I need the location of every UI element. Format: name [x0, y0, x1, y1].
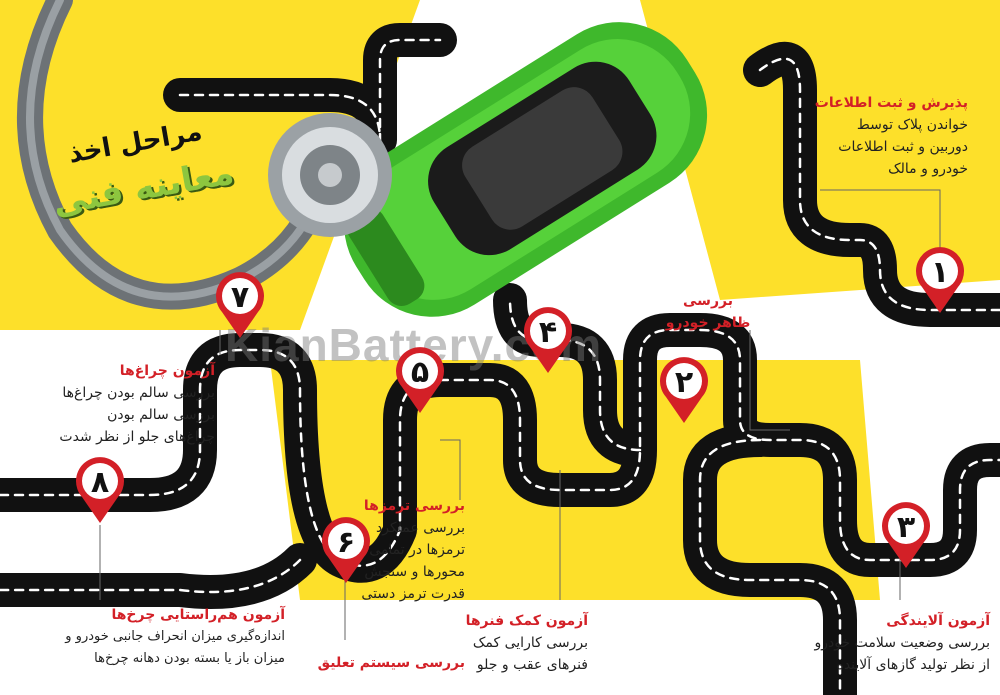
car-illustration [344, 22, 708, 317]
step-8-line: اندازه‌گیری میزان انحراف جانبی خودرو و [65, 629, 285, 644]
step-3-line: از نظر تولید گازهای آلاینده [836, 657, 990, 673]
map-pin-icon [524, 307, 572, 373]
step-7-text: آزمون چراغ‌ها بررسی سالم بودن چراغ‌ها بر… [10, 360, 215, 448]
step-8-line: میزان باز یا بسته بودن دهانه چرخ‌ها [94, 651, 285, 666]
map-pin-icon [916, 247, 964, 313]
step-4-pin: ۴ [520, 305, 576, 375]
step-2-line: ظاهر خودرو [665, 315, 751, 331]
step-8-number: ۸ [90, 465, 110, 500]
step-2-pin: ۲ [656, 355, 712, 425]
step-7-line: چراغ‌های جلو از نظر شدت [59, 429, 215, 445]
step-1-line: خودرو و مالک [888, 161, 968, 177]
step-6-number: ۶ [336, 525, 356, 560]
step-5-line: محورها و سنجش [364, 564, 465, 580]
step-3-text: آزمون آلایندگی بررسی وضعیت سلامت خودرو ا… [740, 610, 990, 676]
map-pin-icon [216, 272, 264, 338]
step-7-pin: ۷ [212, 270, 268, 340]
step-5-text: بررسی ترمزها بررسی عملکرد ترمزها در تمام… [315, 495, 465, 605]
step-5-line: ترمزها در تمامی [369, 542, 465, 558]
step-2-text: بررسی ظاهر خودرو [648, 290, 768, 334]
step-6-title: بررسی سیستم تعلیق [317, 655, 465, 671]
step-3-number: ۳ [896, 510, 916, 545]
step-4-line: فنرهای عقب و جلو [476, 657, 588, 673]
step-1-line: دوربین و ثبت اطلاعات [838, 139, 968, 155]
step-6-text: بررسی سیستم تعلیق [305, 652, 465, 674]
map-pin-icon [76, 457, 124, 523]
step-7-number: ۷ [230, 280, 250, 315]
map-pin-icon [396, 347, 444, 413]
step-5-number: ۵ [410, 355, 430, 390]
step-1-number: ۱ [930, 255, 950, 290]
stethoscope-tube-highlight [26, 0, 324, 301]
step-6-pin: ۶ [318, 515, 374, 585]
step-7-title: آزمون چراغ‌ها [119, 363, 215, 379]
step-7-line: بررسی سالم بودن چراغ‌ها [62, 385, 215, 401]
step-5-line: قدرت ترمز دستی [361, 586, 465, 602]
leader-lines [99, 189, 941, 640]
step-5-pin: ۵ [392, 345, 448, 415]
step-2-number: ۲ [674, 365, 694, 400]
step-1-title: پذیرش و ثبت اطلاعات [814, 95, 968, 111]
step-5-title: بررسی ترمزها [363, 498, 465, 514]
step-5-line: بررسی عملکرد [375, 520, 465, 536]
step-1-line: خواندن پلاک توسط [856, 117, 968, 133]
step-2-title: بررسی [683, 293, 733, 309]
map-pin-icon [322, 517, 370, 583]
step-3-pin: ۳ [878, 500, 934, 570]
step-3-line: بررسی وضعیت سلامت خودرو [814, 635, 990, 651]
step-8-pin: ۸ [72, 455, 128, 525]
step-7-line: بررسی سالم بودن [107, 407, 215, 423]
step-3-title: آزمون آلایندگی [886, 613, 990, 629]
step-1-pin: ۱ [912, 245, 968, 315]
yellow-panel-right [640, 0, 1000, 300]
step-1-text: پذیرش و ثبت اطلاعات خواندن پلاک توسط دور… [768, 92, 968, 180]
step-4-text: آزمون کمک فنرها بررسی کارایی کمک فنرهای … [418, 610, 588, 676]
step-8-text: آزمون هم‌راستایی چرخ‌ها اندازه‌گیری میزا… [5, 604, 285, 670]
step-4-line: بررسی کارایی کمک [472, 635, 588, 651]
step-8-title: آزمون هم‌راستایی چرخ‌ها [111, 607, 285, 623]
map-pin-icon [882, 502, 930, 568]
step-4-title: آزمون کمک فنرها [465, 613, 588, 629]
step-4-number: ۴ [538, 315, 558, 350]
map-pin-icon [660, 357, 708, 423]
